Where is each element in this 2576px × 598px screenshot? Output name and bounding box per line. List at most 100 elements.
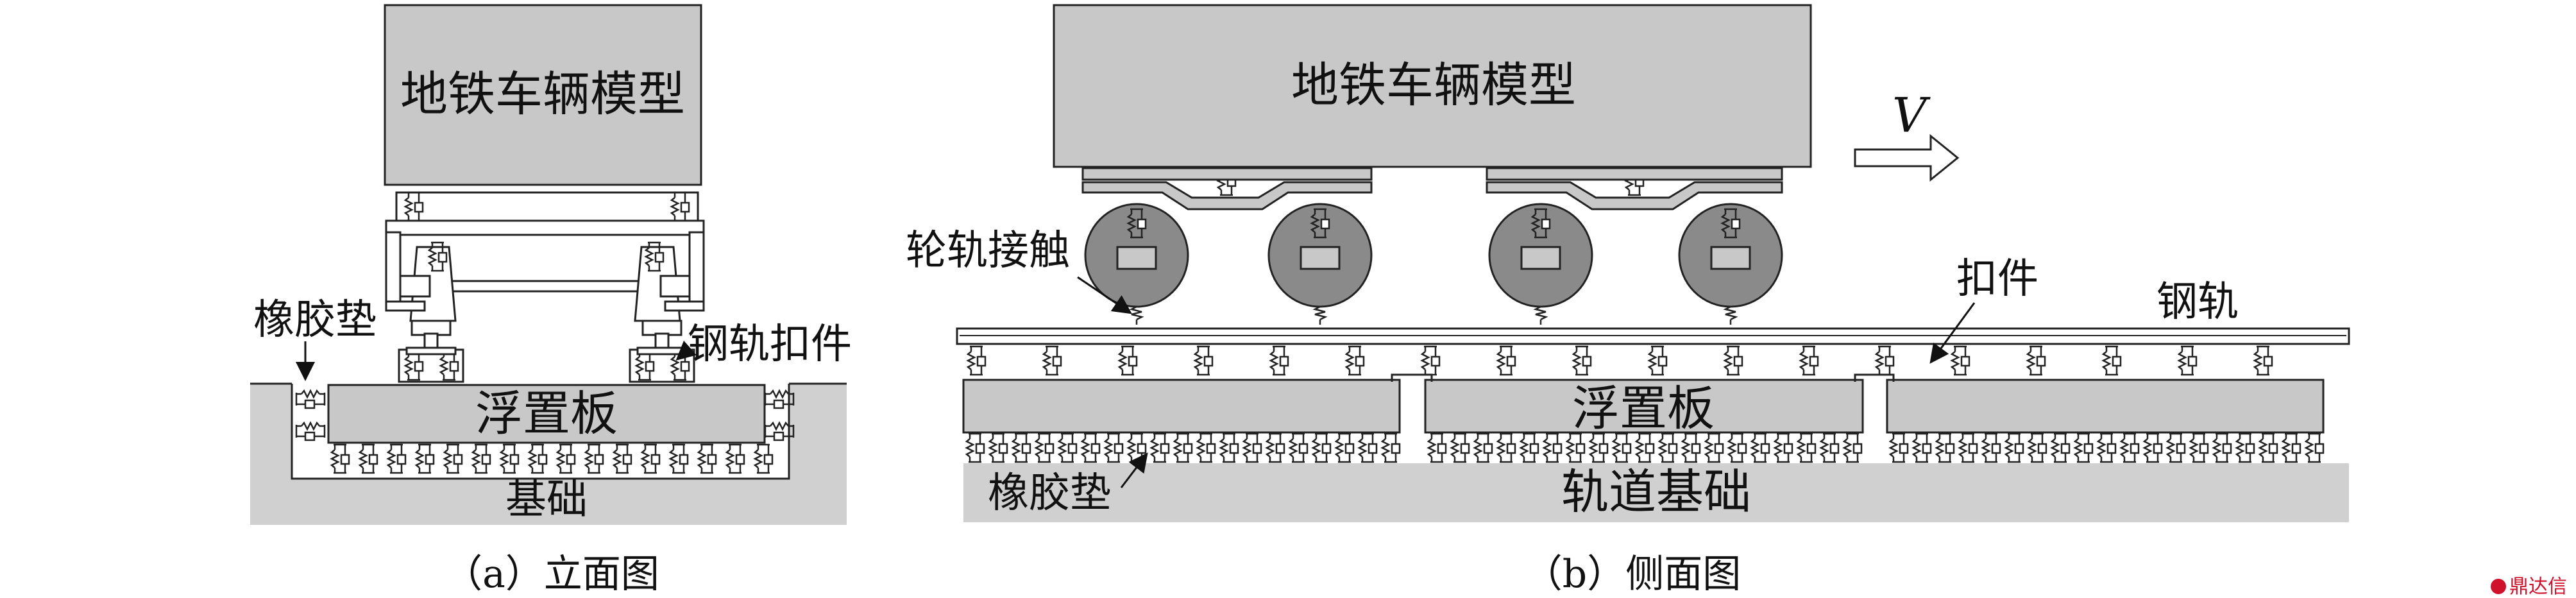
fastener-element: [1875, 345, 1895, 376]
vehicle-body-b: [1053, 4, 1812, 168]
rubber-pad-element: [1935, 432, 1955, 463]
fastener-element: [2178, 345, 2198, 376]
rubber-pad-element: [1797, 432, 1817, 463]
bottom-pads-b: [965, 432, 2325, 463]
velocity-arrow: [1854, 133, 1960, 182]
bogie-frame-b-2: [1486, 181, 1783, 210]
rubber-pad-element: [1774, 432, 1793, 463]
track-foundation-b: [963, 463, 2349, 522]
rubber-pad-element: [2028, 432, 2047, 463]
rubber-pad-element: [988, 432, 1008, 463]
rubber-pad-element: [1912, 432, 1932, 463]
rubber-pad-label-b: 橡胶垫: [988, 470, 1111, 517]
rubber-pad-element: [2212, 432, 2232, 463]
fastener-element: [1421, 345, 1441, 376]
rubber-pad-element: [1358, 432, 1378, 463]
rubber-pad-element: [1058, 432, 1078, 463]
fastener-element: [1194, 345, 1214, 376]
rubber-pad-element: [1543, 432, 1563, 463]
rubber-pad-element: [1681, 432, 1701, 463]
rubber-pad-element: [1635, 432, 1655, 463]
rail-fastener-label-a: 钢轨扣件: [688, 321, 852, 368]
rubber-pad-element: [1335, 432, 1355, 463]
fastener-element: [1496, 345, 1516, 376]
fastener-element: [2253, 345, 2273, 376]
rubber-pad-element: [1981, 432, 2001, 463]
rubber-pad-element: [1658, 432, 1678, 463]
rubber-pad-element: [1889, 432, 1909, 463]
rubber-pad-element: [1496, 432, 1516, 463]
rubber-pad-element: [1242, 432, 1262, 463]
rubber-pad-element: [1312, 432, 1332, 463]
rubber-pad-element: [1450, 432, 1470, 463]
floating-slab-a: [327, 384, 766, 444]
rubber-pad-element: [1727, 432, 1747, 463]
rubber-pad-element: [2189, 432, 2209, 463]
rubber-pad-element: [1427, 432, 1447, 463]
fastener-element: [1042, 345, 1062, 376]
rubber-pad-element: [1035, 432, 1055, 463]
wheel-rail-contact-label: 轮轨接触: [906, 227, 1070, 275]
rubber-pad-element: [1843, 432, 1863, 463]
rubber-pad-element: [2004, 432, 2024, 463]
rubber-pad-element: [2305, 432, 2325, 463]
panel-b-side: 轨道基础 浮置板: [906, 4, 2350, 597]
rail-label-b: 钢轨: [2157, 278, 2239, 326]
bogie-frame-b-1: [1081, 181, 1373, 210]
fastener-element: [1345, 345, 1365, 376]
rubber-pad-element: [1520, 432, 1539, 463]
rubber-pad-element: [965, 432, 985, 463]
rubber-pad-element: [2282, 432, 2301, 463]
rubber-pad-element: [2166, 432, 2186, 463]
watermark-logo: 鼎达信: [2491, 576, 2567, 598]
rubber-pad-element: [2120, 432, 2140, 463]
wheels-b: [1084, 203, 1783, 308]
fastener-element: [1269, 345, 1289, 376]
rubber-pad-element: [1820, 432, 1840, 463]
rubber-pad-element: [2258, 432, 2278, 463]
wheelset-a: [390, 246, 700, 322]
floating-slab-label-a: 浮置板: [475, 386, 618, 441]
floating-slab-label-b: 浮置板: [1572, 381, 1715, 436]
rubber-pad-element: [1173, 432, 1193, 463]
rail-right-a: [636, 320, 688, 355]
velocity-label: V: [1892, 88, 1931, 143]
fastener-element: [2102, 345, 2122, 376]
rubber-pad-element: [1150, 432, 1170, 463]
rubber-pad-element: [1219, 432, 1239, 463]
floating-slab-b-3: [1886, 379, 2325, 434]
rubber-pad-element: [1750, 432, 1770, 463]
fastener-element: [2026, 345, 2046, 376]
fastener-element: [1648, 345, 1668, 376]
fastener-element: [1799, 345, 1819, 376]
fastener-element: [1572, 345, 1592, 376]
fastener-element: [1951, 345, 1970, 376]
rubber-pad-element: [2097, 432, 2117, 463]
rubber-pad-element: [1473, 432, 1493, 463]
rubber-pad-element: [1081, 432, 1101, 463]
rubber-pad-element: [1289, 432, 1309, 463]
rubber-pad-label-a: 橡胶垫: [253, 296, 377, 344]
rubber-pad-element: [1566, 432, 1586, 463]
rail-left-a: [405, 320, 457, 355]
rubber-pad-element: [1589, 432, 1609, 463]
floating-slab-b-2: [1424, 379, 1864, 434]
rubber-pad-element: [1012, 432, 1031, 463]
rubber-pad-element: [1266, 432, 1285, 463]
vehicle-label-b: 地铁车辆模型: [1291, 58, 1576, 113]
rubber-pad-element: [1381, 432, 1401, 463]
rubber-pad-element: [1704, 432, 1724, 463]
fasteners-b: [967, 345, 2273, 376]
rubber-pad-element: [2074, 432, 2094, 463]
foundation-label-a: 基础: [505, 476, 588, 524]
floating-slab-b-1: [962, 379, 1401, 434]
rubber-pad-element: [1104, 432, 1124, 463]
bogie-frame-a: [385, 219, 705, 312]
fastener-element: [967, 345, 987, 376]
rubber-pad-element: [1612, 432, 1632, 463]
fastener-element: [1118, 345, 1138, 376]
vehicle-body-a: [384, 4, 702, 186]
vehicle-label-a: 地铁车辆模型: [400, 67, 685, 122]
rubber-pad-element: [2143, 432, 2163, 463]
